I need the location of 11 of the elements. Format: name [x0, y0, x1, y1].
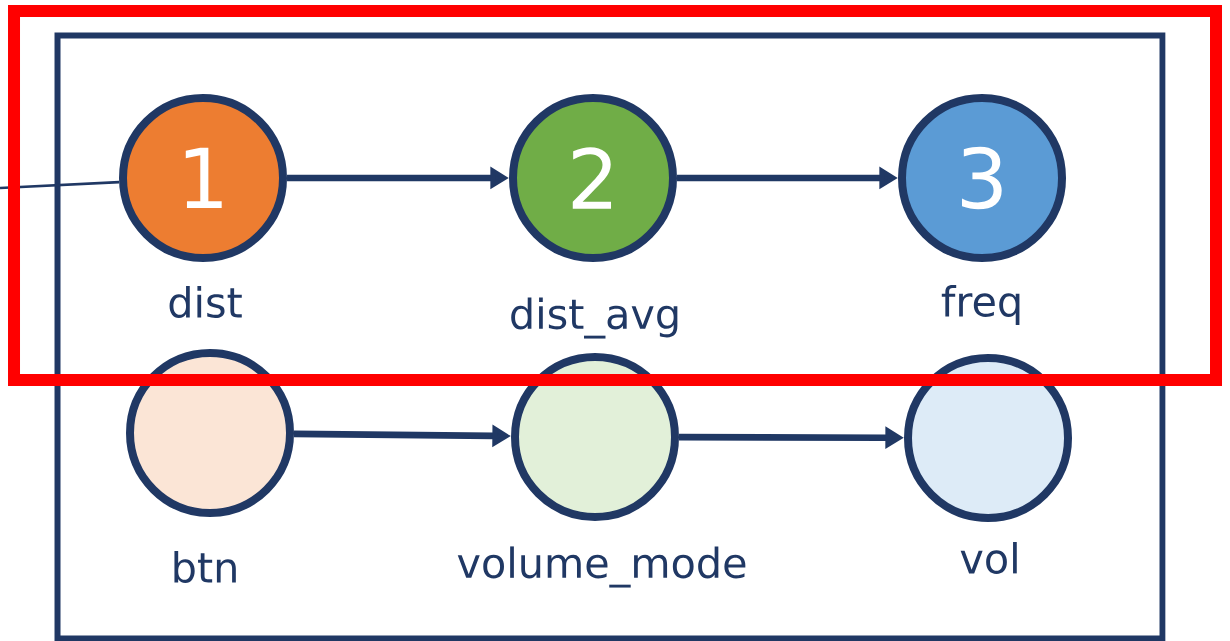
node-label: volume_mode [457, 546, 746, 588]
node-label: dist [169, 286, 242, 318]
node-label: vol [960, 542, 1017, 574]
frame-box [54, 32, 1166, 641]
leader-line [0, 180, 120, 190]
node-label: dist_avg [511, 297, 678, 339]
node-label: freq [941, 285, 1020, 325]
circle-node: 3 [898, 94, 1066, 262]
circle-node: 2 [509, 94, 677, 262]
circle-node: 1 [119, 94, 287, 262]
node-label: btn [174, 551, 236, 583]
